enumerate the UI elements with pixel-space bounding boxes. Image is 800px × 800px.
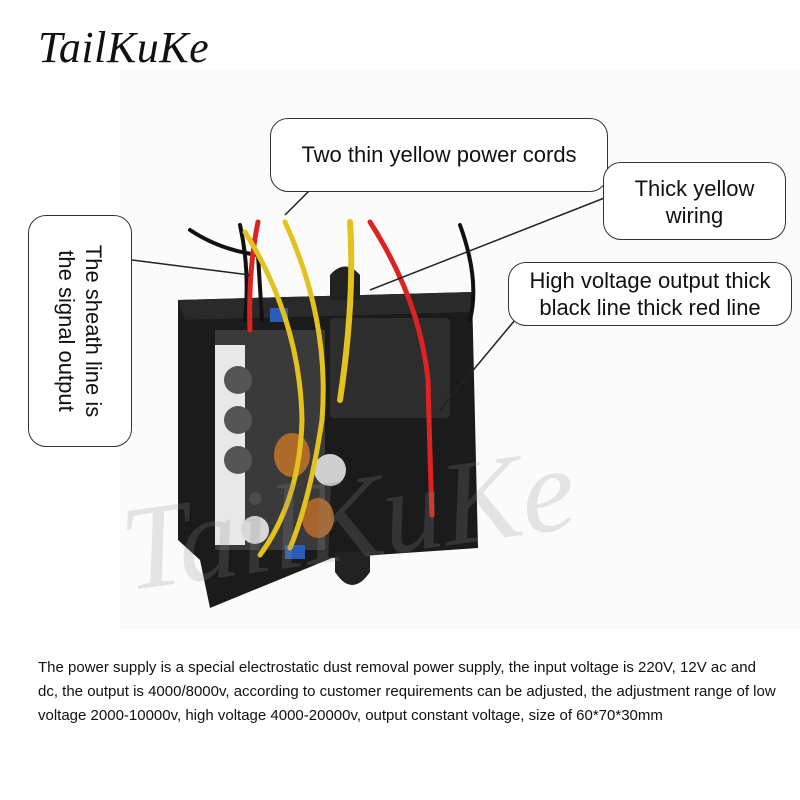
callout-high-voltage-output: High voltage output thick black line thi…	[508, 262, 792, 326]
brand-logo: TailKuKe	[38, 23, 210, 72]
callout-text: Two thin yellow power cords	[301, 142, 577, 167]
product-description: The power supply is a special electrosta…	[38, 659, 776, 724]
callout-thick-yellow-wiring: Thick yellow wiring	[603, 162, 786, 240]
callout-text: Thick yellow wiring	[634, 176, 755, 228]
callout-yellow-power-cords: Two thin yellow power cords	[270, 118, 608, 192]
callout-text: High voltage output thick black line thi…	[529, 268, 771, 320]
